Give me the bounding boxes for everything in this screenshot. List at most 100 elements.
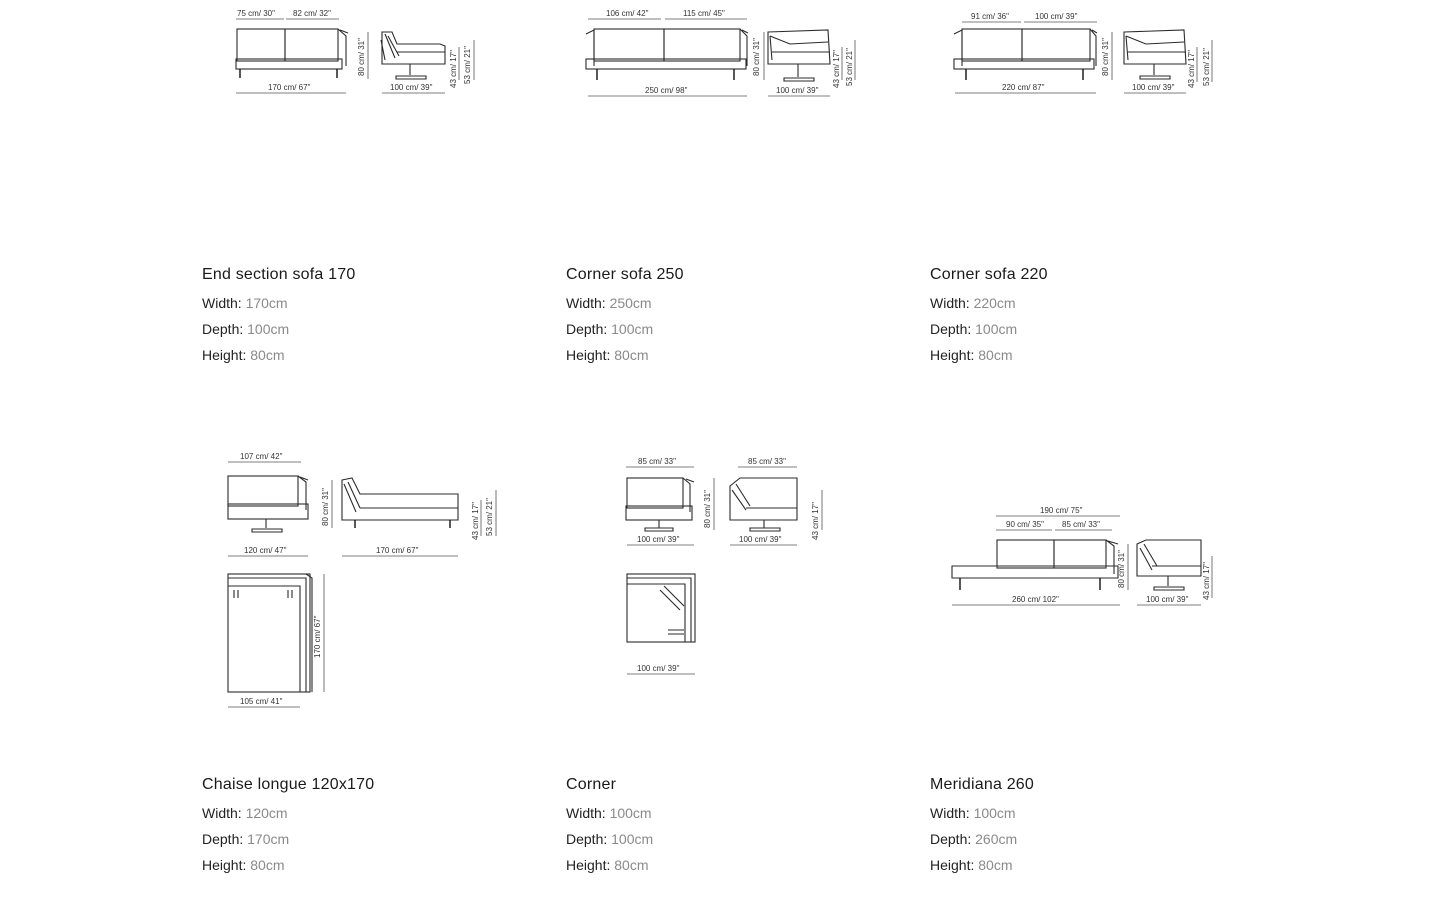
spec-depth: Depth: 100cm [202,320,522,338]
product-title[interactable]: Corner sofa 220 [930,266,1048,283]
spec-value: 80cm [978,857,1013,873]
spec-depth: Depth: 100cm [930,320,1250,338]
dim-label: 170 cm/ 67" [268,83,311,92]
spec-label: Width: [566,805,606,821]
dimension-drawing-corner: 85 cm/ 33" 85 cm/ 33" 80 cm/ 31" 43 cm/ … [625,457,823,675]
spec-label: Width: [202,805,242,821]
dim-label: 115 cm/ 45" [683,9,725,18]
spec-height: Height: 80cm [566,856,886,874]
dim-label: 53 cm/ 21" [1202,48,1211,86]
product-card-corner-sofa-250: Corner sofa 250 Width: 250cm Depth: 100c… [566,266,886,372]
spec-value: 170cm [247,831,290,847]
dim-label: 53 cm/ 21" [845,48,854,86]
dim-label: 75 cm/ 30" [237,9,275,18]
spec-value: 170cm [245,295,288,311]
spec-value: 260cm [975,831,1018,847]
spec-label: Depth: [202,321,244,337]
spec-depth: Depth: 170cm [202,830,522,848]
dim-label: 100 cm/ 39" [390,83,433,92]
spec-label: Width: [202,295,242,311]
product-card-corner: Corner Width: 100cm Depth: 100cm Height:… [566,776,886,882]
spec-label: Height: [930,857,975,873]
spec-value: 80cm [614,857,649,873]
spec-value: 100cm [611,321,654,337]
spec-value: 100cm [975,321,1018,337]
dim-label: 90 cm/ 35" [1006,520,1044,529]
spec-value: 80cm [614,347,649,363]
spec-label: Width: [566,295,606,311]
dim-label: 43 cm/ 17" [832,50,841,88]
dim-label: 80 cm/ 31" [1117,550,1126,588]
dim-label: 100 cm/ 39" [1132,83,1175,92]
spec-label: Depth: [930,321,972,337]
product-card-corner-sofa-220: Corner sofa 220 Width: 220cm Depth: 100c… [930,266,1250,372]
spec-height: Height: 80cm [202,346,522,364]
dim-label: 170 cm/ 67" [376,546,419,555]
spec-width: Width: 100cm [566,804,886,822]
spec-value: 250cm [609,295,652,311]
spec-label: Height: [566,347,611,363]
spec-height: Height: 80cm [566,346,886,364]
product-card-end-section-sofa-170: End section sofa 170 Width: 170cm Depth:… [202,266,522,372]
spec-value: 120cm [245,805,288,821]
dim-label: 85 cm/ 33" [748,457,786,466]
spec-label: Width: [930,805,970,821]
dim-label: 80 cm/ 31" [357,38,366,76]
dim-label: 82 cm/ 32" [293,9,331,18]
product-title[interactable]: Meridiana 260 [930,776,1034,793]
spec-width: Width: 250cm [566,294,886,312]
spec-label: Height: [566,857,611,873]
dim-label: 85 cm/ 33" [1062,520,1100,529]
product-card-chaise-longue-120x170: Chaise longue 120x170 Width: 120cm Depth… [202,776,522,882]
spec-label: Depth: [202,831,244,847]
dim-label: 100 cm/ 39" [637,535,680,544]
dimension-drawing-meridiana-260: 190 cm/ 75" 90 cm/ 35" 85 cm/ 33" 80 cm/… [951,506,1213,606]
spec-label: Depth: [566,831,608,847]
spec-depth: Depth: 100cm [566,830,886,848]
dim-label: 43 cm/ 17" [1187,50,1196,88]
dim-label: 107 cm/ 42" [240,452,283,461]
dim-label: 260 cm/ 102" [1012,595,1059,604]
spec-height: Height: 80cm [930,346,1250,364]
spec-width: Width: 120cm [202,804,522,822]
dim-label: 100 cm/ 39" [776,86,819,95]
dim-label: 105 cm/ 41" [240,697,283,706]
spec-value: 100cm [247,321,290,337]
spec-value: 80cm [250,347,285,363]
dim-label: 80 cm/ 31" [1101,38,1110,76]
dim-label: 53 cm/ 21" [485,498,494,536]
spec-label: Height: [202,857,247,873]
dimension-drawing-chaise-longue-120x170: 107 cm/ 42" 80 cm/ 31" 43 cm/ 17" 53 cm/… [227,452,497,708]
spec-value: 100cm [611,831,654,847]
product-title[interactable]: End section sofa 170 [202,266,356,283]
dimension-drawing-corner-sofa-250: 106 cm/ 42" 115 cm/ 45" 80 cm/ 31" 250 c… [585,9,856,97]
spec-label: Depth: [930,831,972,847]
spec-label: Height: [930,347,975,363]
dim-label: 80 cm/ 31" [703,490,712,528]
dim-label: 100 cm/ 39" [1035,12,1078,21]
dim-label: 120 cm/ 47" [244,546,287,555]
dim-label: 80 cm/ 31" [321,488,330,526]
product-title[interactable]: Corner [566,776,617,793]
spec-value: 80cm [250,857,285,873]
spec-width: Width: 220cm [930,294,1250,312]
dim-label: 100 cm/ 39" [739,535,782,544]
dimension-drawing-end-section-sofa-170: 75 cm/ 30" 82 cm/ 32" 80 cm/ 31" 170 cm/… [235,9,475,94]
product-card-meridiana-260: Meridiana 260 Width: 100cm Depth: 260cm … [930,776,1250,882]
product-title[interactable]: Chaise longue 120x170 [202,776,375,793]
spec-value: 100cm [609,805,652,821]
product-title[interactable]: Corner sofa 250 [566,266,684,283]
dim-label: 53 cm/ 21" [463,46,472,84]
spec-width: Width: 170cm [202,294,522,312]
dim-label: 100 cm/ 39" [1146,595,1189,604]
dim-label: 91 cm/ 36" [971,12,1009,21]
dim-label: 106 cm/ 42" [606,9,649,18]
spec-height: Height: 80cm [202,856,522,874]
dim-label: 43 cm/ 17" [471,502,480,540]
dimension-drawing-corner-sofa-220: 91 cm/ 36" 100 cm/ 39" 80 cm/ 31" 220 cm… [953,12,1213,94]
spec-depth: Depth: 100cm [566,320,886,338]
spec-height: Height: 80cm [930,856,1250,874]
dim-label: 190 cm/ 75" [1040,506,1083,515]
dim-label: 43 cm/ 17" [811,502,820,540]
dim-label: 43 cm/ 17" [449,50,458,88]
